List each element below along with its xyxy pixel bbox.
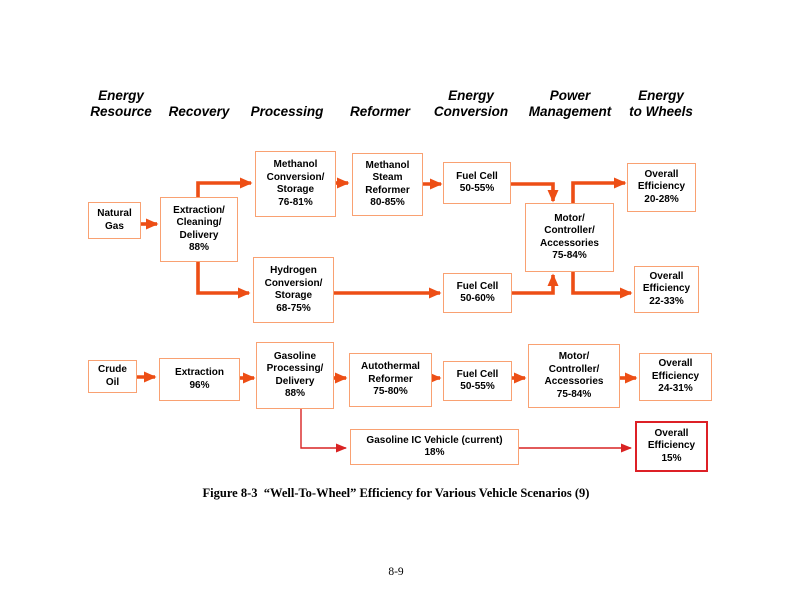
node-fuel-cell-meoh: Fuel Cell 50-55% (443, 162, 511, 204)
column-header-recovery: Recovery (168, 104, 230, 119)
column-header-energy-to-wheels: Energy to Wheels (629, 88, 693, 119)
arrow-motor-to-overall-20-28 (571, 177, 627, 204)
node-methanol-steam-reformer: Methanol Steam Reformer 80-85% (352, 153, 423, 216)
column-header-power-management: Power Management (528, 88, 612, 119)
arrow-motor-to-overall-22-33 (571, 271, 633, 299)
node-motor-controller-bottom: Motor/ Controller/ Accessories 75-84% (528, 344, 620, 408)
node-overall-efficiency-15: Overall Efficiency 15% (635, 421, 708, 472)
node-gasoline-processing: Gasoline Processing/ Delivery 88% (256, 342, 334, 409)
column-header-processing: Processing (250, 104, 324, 119)
arrow-extraction-to-methanol-conversion (196, 177, 253, 198)
node-extraction-96: Extraction 96% (159, 358, 240, 401)
node-extraction-cleaning: Extraction/ Cleaning/ Delivery 88% (160, 197, 238, 262)
node-crude-oil: Crude Oil (88, 360, 137, 393)
node-fuel-cell-h2: Fuel Cell 50-60% (443, 273, 512, 313)
page-number: 8-9 (388, 566, 404, 578)
arrow-extraction-to-hydrogen-conversion (196, 261, 251, 299)
node-natural-gas: Natural Gas (88, 202, 141, 239)
node-fuel-cell-gasoline: Fuel Cell 50-55% (443, 361, 512, 401)
column-header-energy-resource: Energy Resource (90, 88, 152, 119)
node-overall-efficiency-22-33: Overall Efficiency 22-33% (634, 266, 699, 313)
node-gasoline-ic-vehicle: Gasoline IC Vehicle (current) 18% (350, 429, 519, 465)
arrow-gasolineprocessing-to-icvehicle (300, 409, 347, 453)
node-autothermal-reformer: Autothermal Reformer 75-80% (349, 353, 432, 407)
node-overall-efficiency-20-28: Overall Efficiency 20-28% (627, 163, 696, 212)
node-methanol-conversion: Methanol Conversion/ Storage 76-81% (255, 151, 336, 217)
node-hydrogen-conversion: Hydrogen Conversion/ Storage 68-75% (253, 257, 334, 323)
node-overall-efficiency-24-31: Overall Efficiency 24-31% (639, 353, 712, 401)
column-header-reformer: Reformer (349, 104, 411, 119)
column-header-energy-conversion: Energy Conversion (433, 88, 509, 119)
node-motor-controller-top: Motor/ Controller/ Accessories 75-84% (525, 203, 614, 272)
arrow-fuelcell-to-motor-bottom-edge (512, 273, 559, 295)
figure-caption: Figure 8-3 “Well-To-Wheel” Efficiency fo… (202, 486, 590, 500)
arrow-fuelcell-to-motor-top (511, 182, 559, 203)
